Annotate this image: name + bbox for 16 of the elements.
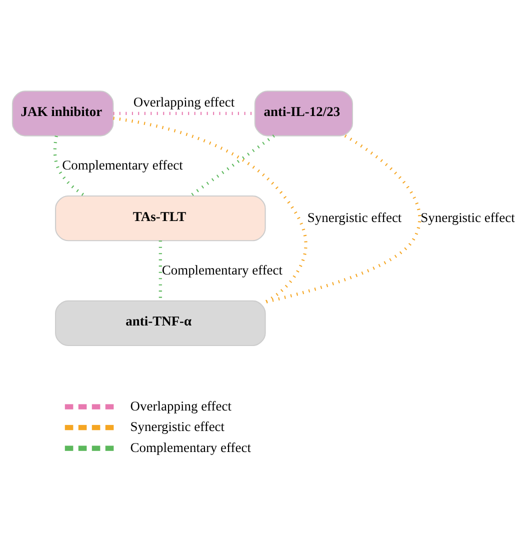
connector <box>265 134 422 304</box>
connector <box>190 134 275 197</box>
edge-label: Complementary effect <box>62 157 183 172</box>
edge-label: Overlapping effect <box>133 94 235 110</box>
node-box: anti-IL-12/23 <box>254 90 353 136</box>
connector <box>113 116 308 304</box>
legend-label: Synergistic effect <box>130 419 225 434</box>
node-box: anti-TNF-α <box>55 300 266 346</box>
legend-label: Complementary effect <box>130 440 252 455</box>
legend-label: Overlapping effect <box>130 398 232 414</box>
connector <box>53 136 86 198</box>
node-box: TAs-TLT <box>55 196 266 242</box>
edge-label: Synergistic effect <box>307 210 402 225</box>
edge-label: Complementary effect <box>162 262 283 278</box>
node-box: JAK inhibitor <box>12 90 114 136</box>
edge-label: Synergistic effect <box>420 210 515 225</box>
